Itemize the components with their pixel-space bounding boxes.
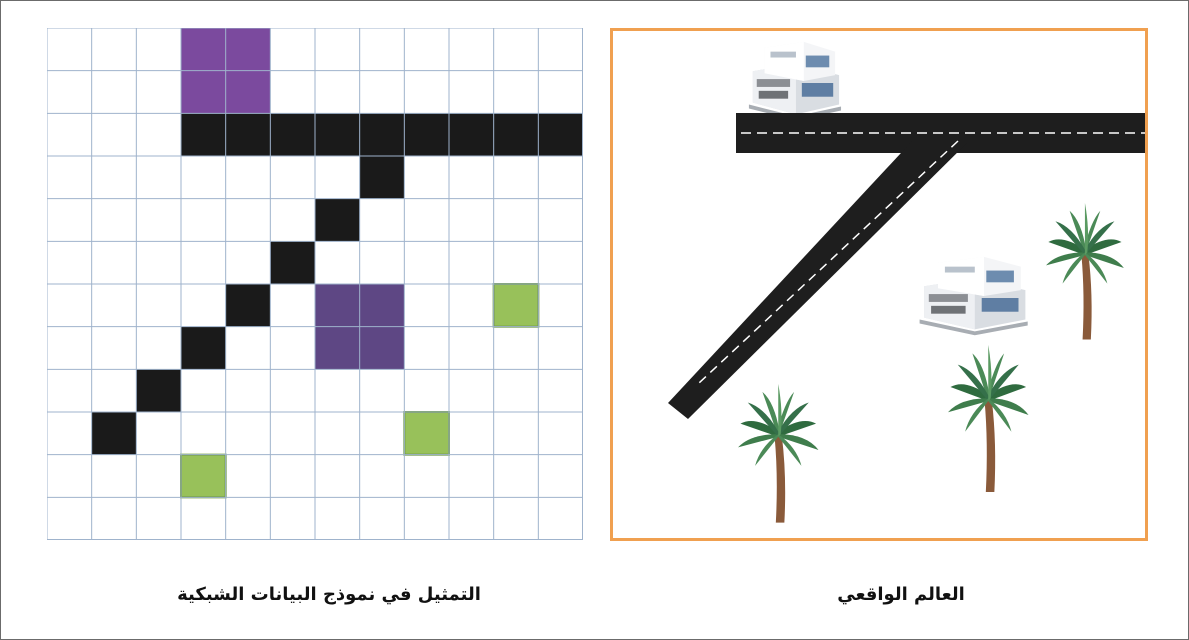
building-icon (920, 257, 1028, 335)
building-cell (181, 28, 226, 71)
raster-grid (47, 28, 583, 540)
road-cell (404, 113, 449, 156)
road-cell (181, 113, 226, 156)
road-cell (538, 113, 583, 156)
road-cell (315, 113, 360, 156)
road-cell (136, 369, 181, 412)
real-world-panel (610, 28, 1148, 541)
palm-tree-icon (1046, 203, 1124, 340)
building-cell (226, 28, 271, 71)
building-cell (315, 284, 360, 327)
building-cell (315, 327, 360, 370)
raster-grid-panel (47, 28, 583, 540)
building-cell (360, 327, 405, 370)
road-cell (92, 412, 137, 455)
road-cell (360, 156, 405, 199)
road-cell (494, 113, 539, 156)
building-cell (226, 71, 271, 114)
road-cell (449, 113, 494, 156)
road-cell (226, 113, 271, 156)
road-cell (181, 327, 226, 370)
building-cell (181, 71, 226, 114)
road-cell (270, 113, 315, 156)
tree-cell (181, 455, 226, 498)
palm-tree-icon (738, 384, 819, 523)
palm-tree-icon (948, 345, 1029, 492)
building-cell (360, 284, 405, 327)
real-world-scene (613, 31, 1145, 538)
road-cell (315, 199, 360, 242)
tree-cell (494, 284, 539, 327)
road-cell (360, 113, 405, 156)
road-cell (226, 284, 271, 327)
real-world-caption: العالم الواقعي (837, 584, 965, 605)
tree-cell (404, 412, 449, 455)
raster-model-caption: التمثيل في نموذج البيانات الشبكية (177, 584, 481, 605)
building-icon (749, 42, 841, 120)
road-cell (270, 241, 315, 284)
